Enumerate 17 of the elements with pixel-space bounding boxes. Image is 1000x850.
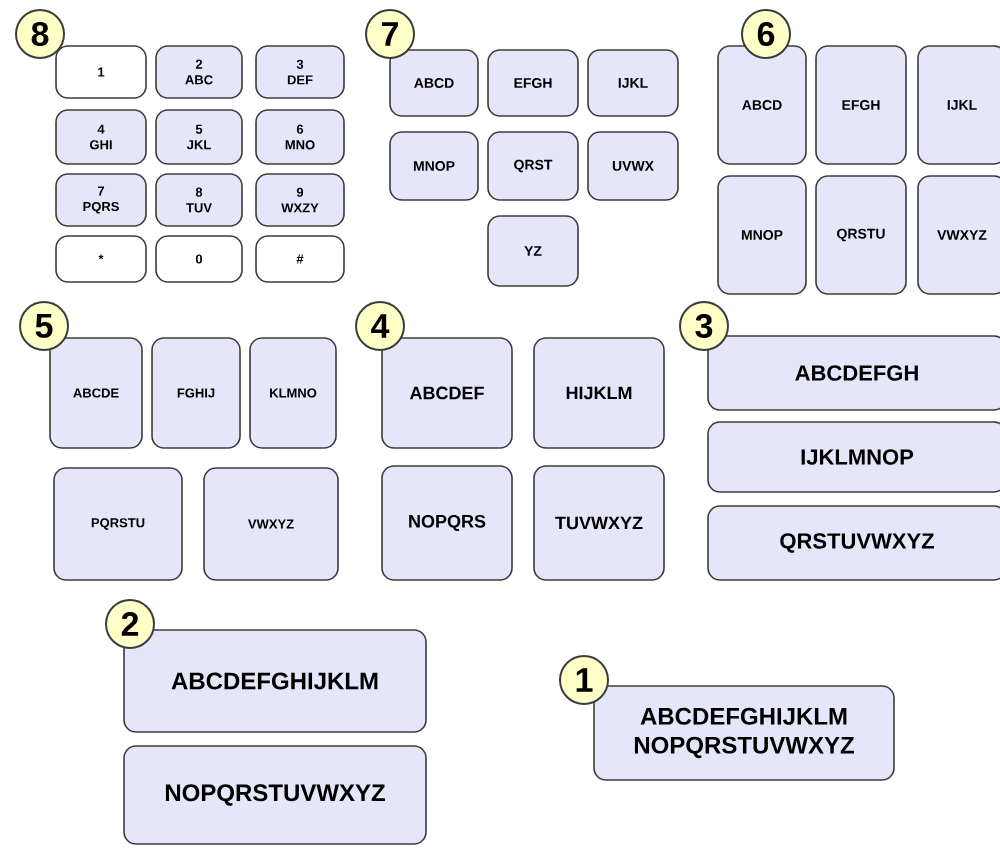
number-badge: 6 <box>741 9 791 59</box>
key-button: HIJKLM <box>533 337 665 449</box>
key-button: ABCDEF <box>381 337 513 449</box>
number-badge: 5 <box>19 301 69 351</box>
key-button: QRSTUVWXYZ <box>707 505 1000 581</box>
number-badge: 4 <box>355 301 405 351</box>
number-badge: 2 <box>105 599 155 649</box>
key-button: ABCDEFGH <box>707 335 1000 411</box>
key-button: IJKLMNOP <box>707 421 1000 493</box>
key-button: NOPQRS <box>381 465 513 581</box>
number-badge: 7 <box>365 9 415 59</box>
number-badge: 1 <box>559 655 609 705</box>
number-badge: 3 <box>679 301 729 351</box>
number-badge: 8 <box>15 9 65 59</box>
key-button: NOPQRSTUVWXYZ <box>123 745 427 845</box>
key-button: TUVWXYZ <box>533 465 665 581</box>
key-button: ABCDEFGHIJKLM NOPQRSTUVWXYZ <box>593 685 895 781</box>
